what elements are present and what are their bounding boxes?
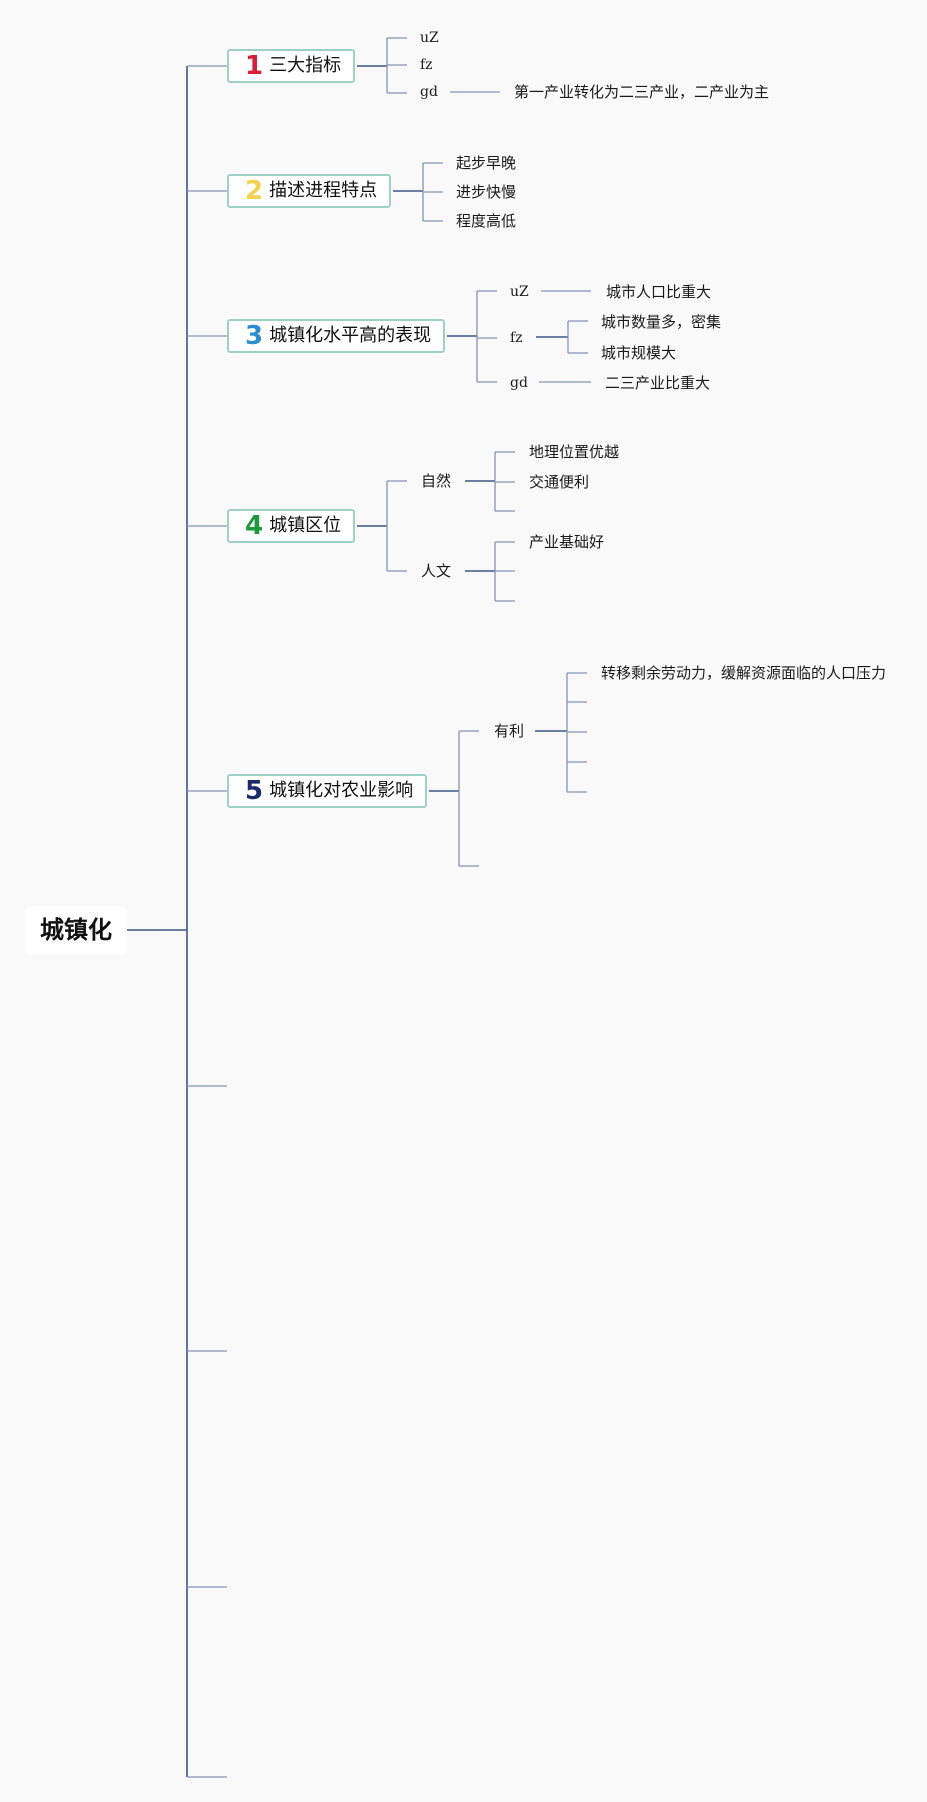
topic-label: 描述进程特点 (269, 180, 378, 201)
topic-node-5[interactable]: 5 城镇化对农业影响 (227, 774, 428, 808)
subtopic-gd[interactable]: gd (510, 375, 528, 391)
leaf-node[interactable]: 地理位置优越 (529, 442, 620, 461)
leaf-node[interactable]: 交通便利 (529, 472, 590, 491)
topic-label: 三大指标 (269, 55, 342, 76)
topic-node-3[interactable]: 3 城镇化水平高的表现 (227, 319, 446, 353)
leaf-node[interactable]: 产业基础好 (529, 532, 605, 551)
number-5-icon: 5 (245, 776, 264, 806)
leaf-node[interactable]: 二三产业比重大 (605, 373, 711, 392)
subtopic-start[interactable]: 起步早晚 (456, 153, 517, 172)
leaf-node[interactable]: 城市人口比重大 (606, 282, 712, 301)
leaf-node[interactable]: 城市数量多，密集 (601, 312, 722, 331)
leaf-node[interactable]: 城市规模大 (601, 343, 677, 362)
leaf-node[interactable]: 转移剩余劳动力，缓解资源面临的人口压力 (601, 663, 887, 682)
topic-label: 城镇化水平高的表现 (269, 325, 432, 346)
number-1-icon: 1 (245, 51, 264, 81)
root-node[interactable]: 城镇化 (25, 906, 127, 954)
subtopic-natural[interactable]: 自然 (421, 471, 452, 490)
subtopic-speed[interactable]: 进步快慢 (456, 182, 517, 201)
topic-node-1[interactable]: 1 三大指标 (227, 49, 356, 83)
number-3-icon: 3 (245, 321, 264, 351)
subtopic-fz[interactable]: fz (420, 57, 433, 73)
number-2-icon: 2 (245, 176, 264, 206)
topic-label: 城镇化对农业影响 (269, 780, 414, 801)
subtopic-human[interactable]: 人文 (421, 561, 452, 580)
subtopic-degree[interactable]: 程度高低 (456, 211, 517, 230)
topic-node-4[interactable]: 4 城镇区位 (227, 509, 356, 543)
leaf-node[interactable]: 第一产业转化为二三产业，二产业为主 (514, 82, 770, 101)
subtopic-gd[interactable]: gd (420, 84, 438, 100)
number-4-icon: 4 (245, 511, 264, 541)
subtopic-fz[interactable]: fz (510, 330, 523, 346)
subtopic-uz[interactable]: uZ (510, 284, 529, 300)
subtopic-beneficial[interactable]: 有利 (494, 721, 525, 740)
topic-label: 城镇区位 (269, 515, 342, 536)
subtopic-uz[interactable]: uZ (420, 30, 439, 46)
topic-node-2[interactable]: 2 描述进程特点 (227, 174, 392, 208)
